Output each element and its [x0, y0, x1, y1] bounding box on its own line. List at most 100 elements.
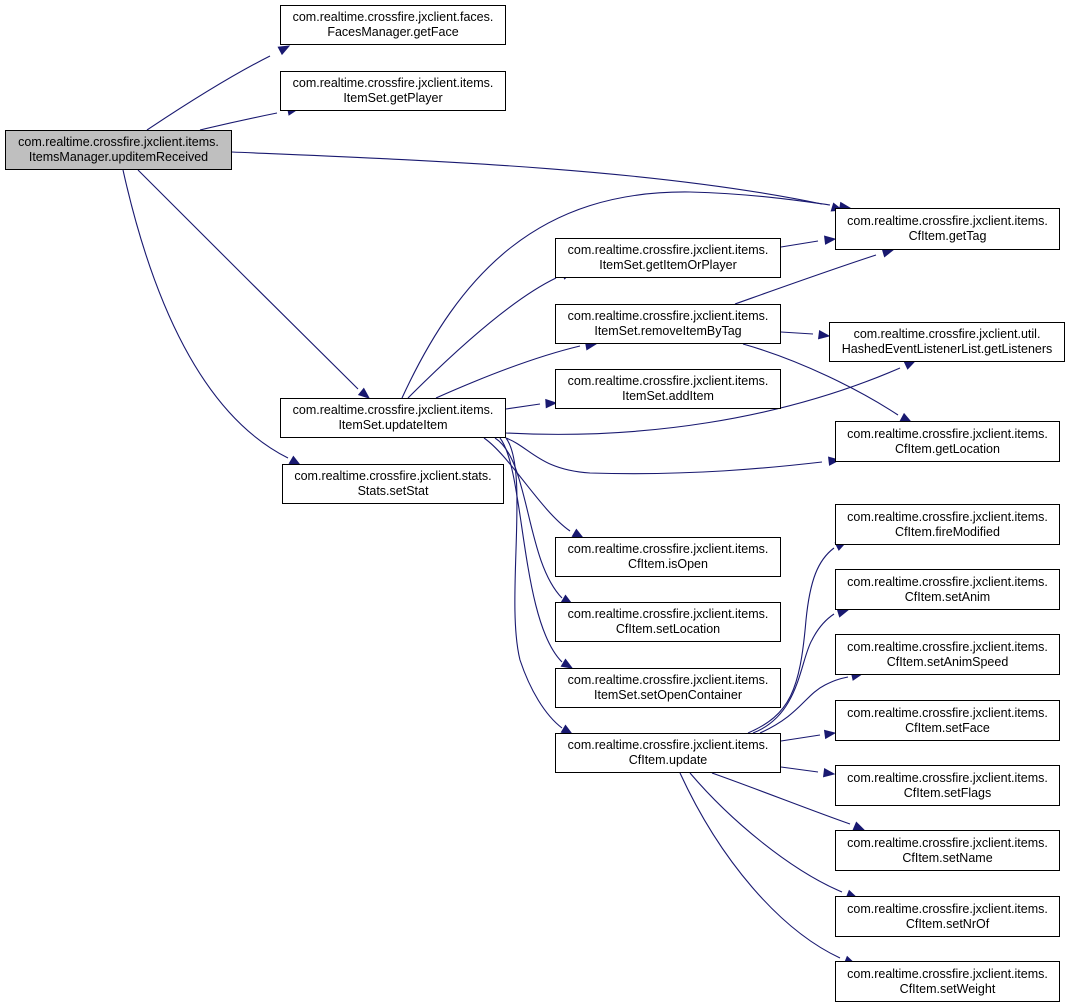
node-cfitem-setanimspeed[interactable]: com.realtime.crossfire.jxclient.items. C…: [835, 634, 1060, 675]
node-package-label: com.realtime.crossfire.jxclient.items.: [567, 738, 769, 752]
node-cfitem-setname[interactable]: com.realtime.crossfire.jxclient.items. C…: [835, 830, 1060, 871]
node-method-label: CfItem.fireModified: [895, 524, 1000, 539]
node-package-label: com.realtime.crossfire.jxclient.stats.: [294, 469, 492, 483]
node-itemset-setopencontainer[interactable]: com.realtime.crossfire.jxclient.items. I…: [555, 668, 781, 708]
arrowhead-cfitem_update-to-cfitem_setface: [823, 729, 837, 740]
edge-itemset_updateitem-to-cfitem_setlocation: [494, 437, 563, 599]
node-method-label: CfItem.setFlags: [903, 785, 992, 800]
node-cfitem-isopen[interactable]: com.realtime.crossfire.jxclient.items. C…: [555, 537, 781, 577]
node-facesmanager-getface[interactable]: com.realtime.crossfire.jxclient.faces. F…: [280, 5, 506, 45]
edge-itemset_updateitem-to-cfitem_getlocation: [505, 437, 823, 475]
node-method-label: CfItem.setName: [902, 850, 993, 865]
node-cfitem-setweight[interactable]: com.realtime.crossfire.jxclient.items. C…: [835, 961, 1060, 1002]
node-package-label: com.realtime.crossfire.jxclient.items.: [567, 542, 769, 556]
node-cfitem-setface[interactable]: com.realtime.crossfire.jxclient.items. C…: [835, 700, 1060, 741]
node-package-label: com.realtime.crossfire.jxclient.items.: [567, 673, 769, 687]
node-package-label: com.realtime.crossfire.jxclient.items.: [292, 76, 494, 90]
node-method-label: CfItem.update: [628, 753, 708, 767]
arrowhead-cfitem_update-to-cfitem_setflags: [822, 767, 836, 778]
node-cfitem-update[interactable]: com.realtime.crossfire.jxclient.items. C…: [555, 733, 781, 773]
node-package-label: com.realtime.crossfire.jxclient.items.: [847, 426, 1048, 441]
edge-itemset_getitemorplayer-to-cfitem_gettag: [780, 240, 819, 248]
node-package-label: com.realtime.crossfire.jxclient.items.: [847, 901, 1048, 916]
node-itemset-additem[interactable]: com.realtime.crossfire.jxclient.items. I…: [555, 369, 781, 409]
node-cfitem-setnrof[interactable]: com.realtime.crossfire.jxclient.items. C…: [835, 896, 1060, 937]
edge-cfitem_update-to-cfitem_setflags: [780, 766, 819, 773]
arrowhead-cfitem_update-to-cfitem_setanim: [836, 608, 850, 618]
node-cfitem-gettag[interactable]: com.realtime.crossfire.jxclient.items. C…: [835, 208, 1060, 250]
edge-cfitem_update-to-cfitem_setface: [780, 734, 821, 742]
node-method-label: ItemSet.getItemOrPlayer: [599, 258, 737, 272]
edge-itemset_removeitembytag-to-cfitem_gettag: [734, 254, 877, 305]
edge-itemset_updateitem-to-cfitem_isopen: [483, 437, 571, 532]
arrowhead-itemsmanager_upditemreceived-to-itemset_updateitem: [357, 387, 371, 399]
node-package-label: com.realtime.crossfire.jxclient.util.: [853, 327, 1041, 341]
edge-itemset_updateitem-to-itemset_getitemorplayer: [407, 277, 557, 399]
node-method-label: CfItem.setNrOf: [905, 916, 990, 931]
arrowhead-itemset_getitemorplayer-to-cfitem_gettag: [824, 235, 837, 245]
node-package-label: com.realtime.crossfire.jxclient.items.: [847, 509, 1048, 524]
edge-itemset_removeitembytag-to-hashedeventlistenerlist_getlisteners: [780, 331, 814, 335]
edge-itemsmanager_upditemreceived-to-cfitem_gettag: [231, 151, 823, 205]
node-package-label: com.realtime.crossfire.jxclient.faces.: [292, 10, 494, 24]
edge-itemset_updateitem-to-itemset_removeitembytag: [435, 345, 581, 399]
node-method-label: CfItem.isOpen: [628, 557, 708, 571]
node-package-label: com.realtime.crossfire.jxclient.items.: [847, 966, 1048, 981]
node-method-label: Stats.setStat: [357, 484, 429, 498]
node-method-label: FacesManager.getFace: [327, 25, 459, 39]
node-itemset-getitemorplayer[interactable]: com.realtime.crossfire.jxclient.items. I…: [555, 238, 781, 278]
edge-itemsmanager_upditemreceived-to-stats_setstat: [122, 169, 289, 459]
arrowhead-itemset_updateitem-to-hashedeventlistenerlist_getlisteners: [903, 360, 917, 370]
arrowhead-itemset_updateitem-to-itemset_setopencontainer: [560, 658, 574, 669]
node-package-label: com.realtime.crossfire.jxclient.items.: [292, 403, 494, 417]
node-method-label: ItemSet.getPlayer: [343, 91, 443, 105]
node-package-label: com.realtime.crossfire.jxclient.items.: [847, 770, 1048, 785]
node-method-label: CfItem.getTag: [908, 229, 987, 243]
node-method-label: CfItem.setAnimSpeed: [886, 654, 1009, 669]
edge-cfitem_update-to-cfitem_setweight: [679, 772, 841, 959]
edge-itemset_updateitem-to-cfitem_update: [505, 437, 563, 729]
node-cfitem-setflags[interactable]: com.realtime.crossfire.jxclient.items. C…: [835, 765, 1060, 806]
arrowhead-itemset_updateitem-to-cfitem_getlocation: [828, 456, 841, 466]
node-cfitem-setanim[interactable]: com.realtime.crossfire.jxclient.items. C…: [835, 569, 1060, 610]
node-method-label: HashedEventListenerList.getListeners: [841, 342, 1053, 356]
node-method-label: CfItem.setWeight: [899, 981, 996, 996]
edge-cfitem_update-to-cfitem_setnrof: [689, 772, 843, 893]
edge-cfitem_update-to-cfitem_setname: [711, 772, 851, 825]
node-cfitem-setlocation[interactable]: com.realtime.crossfire.jxclient.items. C…: [555, 602, 781, 642]
edge-itemset_updateitem-to-itemset_setopencontainer: [499, 437, 563, 663]
node-package-label: com.realtime.crossfire.jxclient.items.: [18, 135, 219, 149]
node-method-label: CfItem.setLocation: [615, 622, 721, 636]
node-method-label: ItemSet.addItem: [622, 389, 714, 403]
node-cfitem-getlocation[interactable]: com.realtime.crossfire.jxclient.items. C…: [835, 421, 1060, 462]
node-method-label: CfItem.setFace: [905, 720, 990, 735]
node-hashedeventlistenerlist-getlisteners[interactable]: com.realtime.crossfire.jxclient.util. Ha…: [829, 322, 1065, 362]
edge-cfitem_update-to-cfitem_setanimspeed: [759, 676, 849, 734]
node-method-label: ItemSet.updateItem: [338, 418, 448, 432]
node-stats-setstat[interactable]: com.realtime.crossfire.jxclient.stats. S…: [282, 464, 504, 504]
node-package-label: com.realtime.crossfire.jxclient.items.: [567, 309, 769, 323]
node-package-label: com.realtime.crossfire.jxclient.items.: [847, 639, 1048, 654]
edge-itemset_updateitem-to-itemset_additem: [505, 403, 541, 410]
node-cfitem-firemodified[interactable]: com.realtime.crossfire.jxclient.items. C…: [835, 504, 1060, 545]
node-method-label: ItemSet.removeItemByTag: [594, 324, 742, 338]
node-itemset-removeitembytag[interactable]: com.realtime.crossfire.jxclient.items. I…: [555, 304, 781, 344]
edge-cfitem_update-to-cfitem_firemodified: [747, 547, 835, 734]
node-method-label: CfItem.setAnim: [904, 589, 991, 604]
arrowhead-cfitem_update-to-cfitem_setname: [852, 821, 866, 831]
arrowhead-itemsmanager_upditemreceived-to-facesmanager_getface: [277, 45, 291, 56]
node-itemset-getplayer[interactable]: com.realtime.crossfire.jxclient.items. I…: [280, 71, 506, 111]
edge-itemsmanager_upditemreceived-to-itemset_updateitem: [137, 169, 359, 390]
edge-itemset_updateitem-to-cfitem_gettag: [401, 191, 831, 399]
node-package-label: com.realtime.crossfire.jxclient.items.: [847, 574, 1048, 589]
node-method-label: ItemsManager.upditemReceived: [28, 150, 209, 164]
node-method-label: CfItem.getLocation: [895, 441, 1000, 456]
node-method-label: ItemSet.setOpenContainer: [594, 688, 742, 702]
node-itemsmanager-upditemreceived[interactable]: com.realtime.crossfire.jxclient.items. I…: [5, 130, 232, 170]
node-package-label: com.realtime.crossfire.jxclient.items.: [847, 705, 1048, 720]
node-package-label: com.realtime.crossfire.jxclient.items.: [567, 243, 769, 257]
node-itemset-updateitem[interactable]: com.realtime.crossfire.jxclient.items. I…: [280, 398, 506, 438]
arrowhead-itemset_removeitembytag-to-hashedeventlistenerlist_getlisteners: [817, 329, 831, 340]
node-package-label: com.realtime.crossfire.jxclient.items.: [567, 374, 769, 388]
